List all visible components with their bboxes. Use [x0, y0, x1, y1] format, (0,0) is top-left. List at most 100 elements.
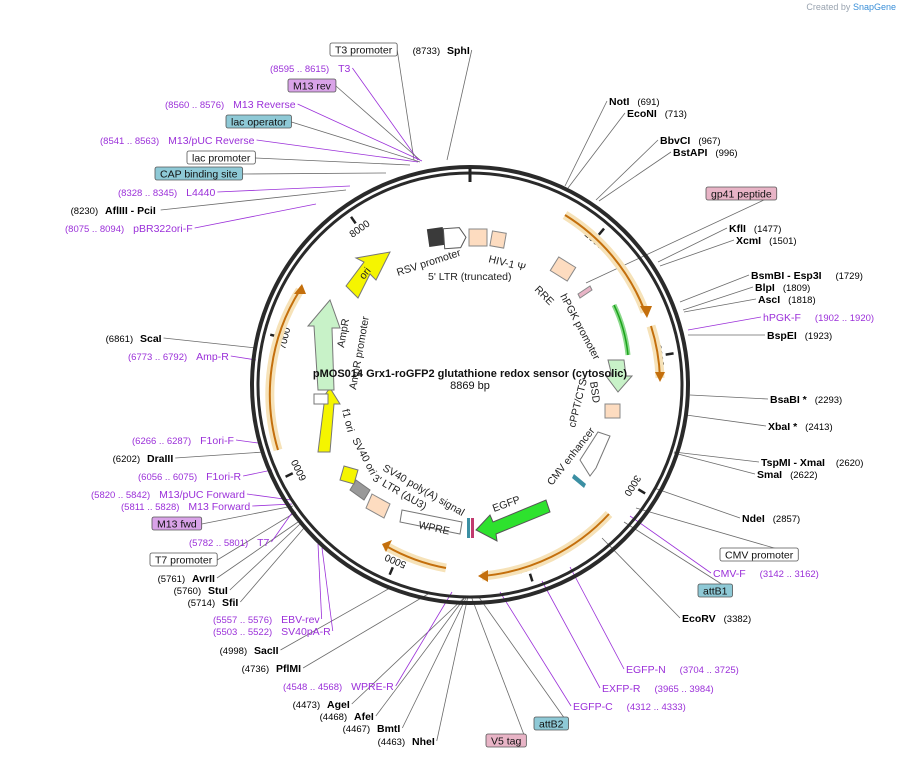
feature-box-label: lac operator: [231, 117, 287, 129]
callout-line: [682, 286, 754, 311]
map-label-enzyme: DraIII(6202): [113, 453, 174, 465]
callout-line: [271, 509, 295, 543]
map-label-primer: (6056 .. 6075)F1ori-R: [138, 471, 242, 483]
map-label-primer: (4548 .. 4568)WPRE-R: [283, 681, 394, 693]
enzyme-name: KflI: [729, 223, 746, 235]
label-f1-ori: f1 ori: [339, 408, 356, 434]
callout-line: [335, 85, 421, 161]
credit-brand: SnapGene: [852, 2, 896, 12]
callout-line: [351, 595, 467, 705]
map-label-primer: (5503 .. 5522)SV40pA-R: [213, 626, 331, 638]
enzyme-name: AgeI: [327, 699, 350, 711]
enzyme-name: SfiI: [222, 597, 238, 609]
map-label-enzyme: BlpI(1809): [755, 282, 810, 294]
enzyme-position: (691): [637, 97, 659, 108]
feature-hpgk-promoter: [611, 303, 631, 356]
primer-name: T7: [257, 537, 269, 549]
feature-box-label: gp41 peptide: [711, 189, 772, 201]
callout-line: [567, 112, 626, 189]
callout-line: [683, 298, 757, 313]
map-label-enzyme: BmtI(4467): [343, 723, 401, 735]
enzyme-position: (8733): [413, 46, 440, 57]
feature-box-label: T3 promoter: [335, 45, 393, 57]
feature-wpre: [399, 509, 463, 535]
feature-ampr-promoter: [313, 393, 329, 405]
feature-shapes: [265, 211, 665, 582]
callout-line: [352, 67, 419, 161]
map-label-enzyme: XbaI *(2413): [768, 421, 833, 433]
callout-line: [216, 511, 297, 561]
enzyme-name: AfeI: [354, 711, 374, 723]
feature-gp41-mark: [577, 285, 593, 299]
enzyme-name: XcmI: [736, 235, 761, 247]
map-label-box: M13 rev: [287, 78, 337, 93]
map-label-box: lac operator: [225, 114, 292, 129]
feature-arc-egfp-line: [481, 513, 610, 577]
feature-box: [154, 166, 244, 181]
enzyme-position: (2857): [773, 514, 800, 525]
enzyme-name: BbvCI: [660, 135, 690, 147]
feature-arc-gp41-line: [564, 214, 646, 313]
feature-5ltr: [468, 228, 488, 247]
enzyme-position: (1818): [788, 295, 815, 306]
callout-line: [243, 469, 273, 477]
feature-box-label: V5 tag: [491, 736, 522, 748]
primer-name: EXFP-R: [602, 683, 641, 695]
enzyme-position: (2413): [805, 422, 832, 433]
primer-range: (3704 .. 3725): [680, 665, 739, 676]
tick-mark: [350, 216, 357, 225]
callout-line: [687, 316, 762, 331]
label-ori: ori: [357, 265, 374, 282]
feature-arc-wpre-line: [385, 545, 447, 569]
primer-range: (4548 .. 4568): [283, 682, 342, 693]
enzyme-position: (5714): [188, 598, 215, 609]
callout-line: [470, 595, 527, 742]
enzyme-position: (4467): [343, 724, 370, 735]
callout-line: [595, 139, 659, 201]
tick-label: 8000: [348, 218, 373, 240]
map-label-enzyme: StuI(5760): [174, 585, 228, 597]
map-label-enzyme: XcmI (1501): [736, 235, 797, 247]
map-label-enzyme: BbvCI(967): [660, 135, 721, 147]
enzyme-position: (1501): [769, 236, 796, 247]
callout-line: [446, 49, 473, 161]
callout-line: [635, 507, 799, 556]
label-hpgk-promoter: hPGK promoter: [557, 292, 602, 362]
enzyme-name: EcoNI: [627, 108, 657, 120]
enzyme-position: (5761): [158, 574, 185, 585]
label-rre: RRE: [532, 284, 556, 308]
enzyme-name: StuI: [208, 585, 228, 597]
feature-box: [485, 733, 527, 748]
feature-box: [533, 716, 569, 731]
enzyme-name: BlpI: [755, 282, 775, 294]
tick-mark: [665, 352, 674, 356]
enzyme-name: DraIII: [147, 453, 173, 465]
primer-range: (6056 .. 6075): [138, 472, 197, 483]
primer-range: (8328 .. 8345): [118, 188, 177, 199]
feature-box: [287, 78, 337, 93]
enzyme-name: SphI: [447, 45, 470, 57]
primer-range: (4312 .. 4333): [627, 702, 686, 713]
enzyme-position: (1477): [754, 224, 781, 235]
tick-label: 3000: [621, 473, 642, 498]
callout-line: [569, 566, 625, 670]
enzyme-position: (996): [715, 148, 737, 159]
map-label-enzyme: NotI(691): [609, 96, 660, 108]
feature-bsd: [605, 359, 634, 393]
map-label-box: gp41 peptide: [705, 186, 778, 201]
callout-line: [321, 547, 334, 632]
feature-box: [186, 150, 256, 165]
tick-mark: [637, 488, 646, 495]
map-label-primer: EGFP-C(4312 .. 4333): [573, 701, 686, 713]
callout-line: [395, 591, 453, 687]
callout-line: [163, 337, 257, 349]
feature-box-label: CMV promoter: [725, 550, 794, 562]
callout-line: [477, 595, 569, 725]
enzyme-position: (2622): [790, 470, 817, 481]
primer-name: EGFP-N: [626, 664, 666, 676]
map-label-box: attB1: [697, 583, 733, 598]
callout-line: [375, 595, 467, 717]
arrowhead-gp41: [640, 306, 652, 318]
map-label-primer: (8328 .. 8345)L4440: [118, 187, 216, 199]
callout-line: [564, 100, 608, 187]
